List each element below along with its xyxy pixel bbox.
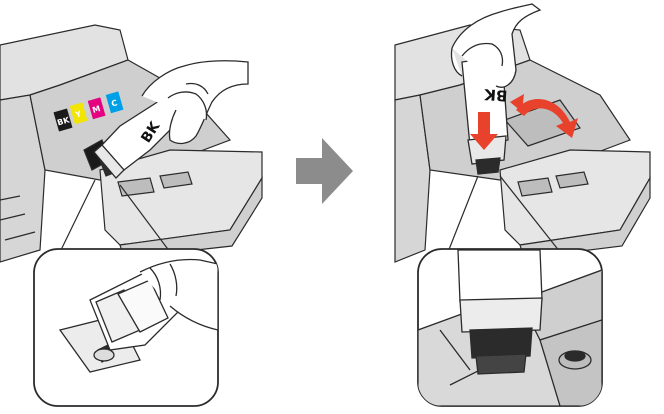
ink-slot-bk [53,108,73,132]
step-1-panel: BK Y M C BK [0,24,263,263]
push-down-arrow-icon [470,112,498,150]
ink-label-bk: BK [56,115,71,127]
ink-slot-m [87,97,106,120]
detail-inset-left [33,248,219,407]
inset-connector-left [59,179,171,253]
ink-label-c: C [110,98,118,108]
next-step-arrow-icon [296,138,353,204]
bottle-label-right: BK [482,85,508,105]
inset-connector-right [447,175,561,253]
ink-slot-y [69,102,88,125]
detail-inset-right [417,248,603,407]
ink-label-y: Y [73,109,82,120]
ink-color-labels: BK Y M C [53,91,124,132]
ink-slot-c [105,91,124,114]
hand-icon [450,3,542,88]
hand-icon [141,60,249,145]
ink-label-m: M [91,104,101,115]
step-2-panel: BK [394,3,651,263]
printer-body-right [394,24,651,263]
rotate-arrow-icon [510,94,578,138]
